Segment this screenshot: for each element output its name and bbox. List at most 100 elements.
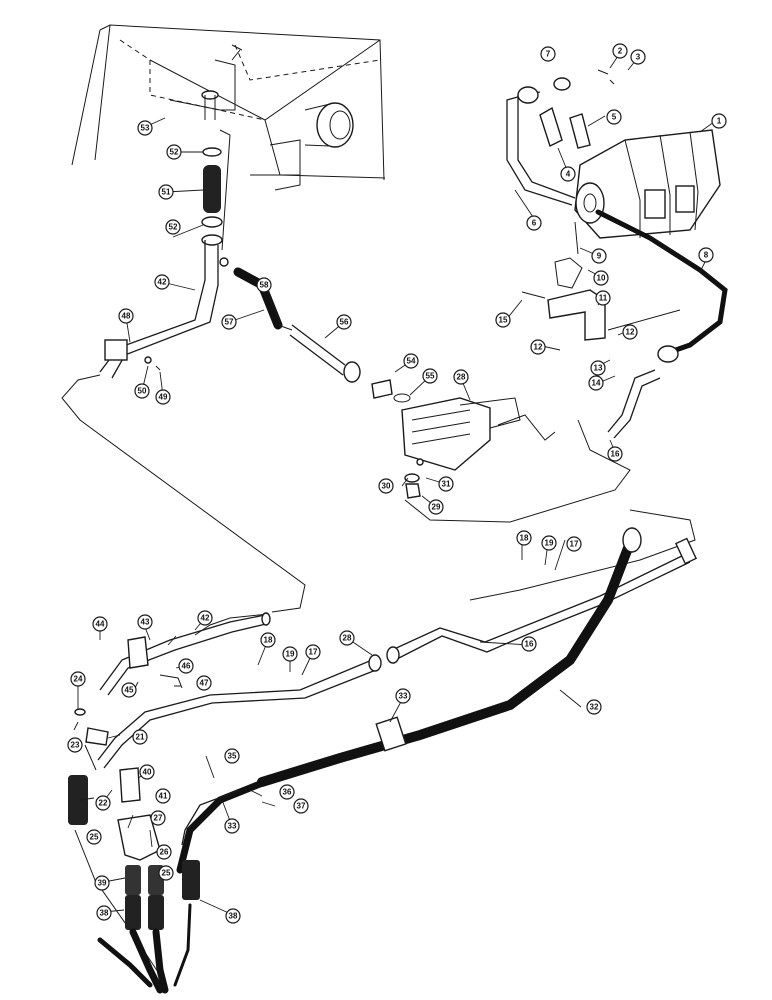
- svg-text:50: 50: [138, 387, 147, 396]
- callout-27: 27: [150, 810, 166, 826]
- svg-text:18: 18: [264, 636, 273, 645]
- callout-39: 39: [94, 875, 110, 891]
- svg-text:53: 53: [141, 124, 150, 133]
- hydraulic-reservoir: [71, 24, 386, 251]
- callout-33: 33: [224, 818, 240, 834]
- svg-text:41: 41: [159, 792, 168, 801]
- callout-30: 30: [378, 478, 394, 494]
- callout-17: 17: [566, 536, 582, 552]
- callout-22: 22: [95, 795, 111, 811]
- callout-45: 45: [121, 682, 137, 698]
- svg-text:26: 26: [160, 848, 169, 857]
- callout-11: 11: [595, 290, 611, 306]
- svg-text:42: 42: [158, 278, 167, 287]
- callout-46: 46: [178, 658, 194, 674]
- callout-58: 58: [256, 277, 272, 293]
- callout-3: 3: [630, 49, 646, 65]
- callout-12: 12: [530, 339, 546, 355]
- svg-text:54: 54: [407, 357, 416, 366]
- svg-text:5: 5: [612, 113, 617, 122]
- callout-15: 15: [495, 312, 511, 328]
- callout-19: 19: [282, 646, 298, 662]
- callout-37: 37: [293, 798, 309, 814]
- callout-6: 6: [526, 215, 542, 231]
- callout-25: 25: [158, 865, 174, 881]
- callout-18: 18: [516, 530, 532, 546]
- svg-text:42: 42: [201, 614, 210, 623]
- callout-19: 19: [541, 535, 557, 551]
- svg-text:25: 25: [162, 869, 171, 878]
- callout-42: 42: [197, 610, 213, 626]
- callout-55: 55: [422, 368, 438, 384]
- callout-47: 47: [196, 675, 212, 691]
- svg-text:45: 45: [125, 686, 134, 695]
- callout-8: 8: [698, 247, 714, 263]
- svg-text:40: 40: [143, 768, 152, 777]
- callout-56: 56: [336, 314, 352, 330]
- svg-text:28: 28: [343, 634, 352, 643]
- callout-51: 51: [158, 184, 174, 200]
- callout-42: 42: [154, 274, 170, 290]
- svg-text:52: 52: [169, 223, 178, 232]
- svg-text:19: 19: [545, 539, 554, 548]
- svg-text:9: 9: [597, 252, 602, 261]
- callout-13: 13: [590, 360, 606, 376]
- pressure-hose: [595, 209, 728, 439]
- callout-54: 54: [403, 353, 419, 369]
- callout-12: 12: [622, 324, 638, 340]
- callout-28: 28: [453, 369, 469, 385]
- svg-text:27: 27: [154, 814, 163, 823]
- callout-31: 31: [438, 476, 454, 492]
- callout-49: 49: [155, 389, 171, 405]
- callout-32: 32: [586, 699, 602, 715]
- svg-text:16: 16: [611, 450, 620, 459]
- callout-24: 24: [70, 671, 86, 687]
- callout-5: 5: [606, 109, 622, 125]
- callout-16: 16: [607, 446, 623, 462]
- svg-text:33: 33: [399, 692, 408, 701]
- svg-text:47: 47: [200, 679, 209, 688]
- svg-text:14: 14: [592, 379, 601, 388]
- callout-14: 14: [588, 375, 604, 391]
- svg-text:55: 55: [426, 372, 435, 381]
- svg-text:44: 44: [96, 620, 105, 629]
- svg-text:25: 25: [90, 833, 99, 842]
- callout-25: 25: [86, 829, 102, 845]
- svg-text:31: 31: [442, 480, 451, 489]
- svg-text:51: 51: [162, 188, 171, 197]
- mounting-bracket: [521, 221, 681, 341]
- svg-text:58: 58: [260, 281, 269, 290]
- svg-text:35: 35: [228, 752, 237, 761]
- callout-28: 28: [339, 630, 355, 646]
- svg-text:56: 56: [340, 318, 349, 327]
- callout-53: 53: [137, 120, 153, 136]
- callout-4: 4: [560, 166, 576, 182]
- callout-41: 41: [155, 788, 171, 804]
- lower-hose-assembly: [68, 636, 269, 994]
- svg-text:52: 52: [170, 148, 179, 157]
- svg-text:49: 49: [159, 393, 168, 402]
- callout-18: 18: [260, 632, 276, 648]
- svg-text:19: 19: [286, 650, 295, 659]
- svg-text:32: 32: [590, 703, 599, 712]
- svg-text:10: 10: [597, 274, 606, 283]
- svg-text:3: 3: [636, 53, 641, 62]
- callout-33: 33: [395, 688, 411, 704]
- svg-text:33: 33: [228, 822, 237, 831]
- callout-38: 38: [225, 908, 241, 924]
- svg-text:16: 16: [525, 640, 534, 649]
- callout-29: 29: [428, 499, 444, 515]
- svg-text:13: 13: [594, 364, 603, 373]
- svg-text:48: 48: [122, 312, 131, 321]
- callout-7: 7: [540, 46, 556, 62]
- callout-43: 43: [137, 614, 153, 630]
- callout-52: 52: [165, 219, 181, 235]
- svg-text:4: 4: [566, 170, 571, 179]
- callout-26: 26: [156, 844, 172, 860]
- callout-layer: 1 2 3 4 5 6 7 8 9 10 11 12 12 13 14 15 1…: [67, 43, 727, 924]
- control-valve: [371, 379, 556, 499]
- svg-text:22: 22: [99, 799, 108, 808]
- svg-text:38: 38: [229, 912, 238, 921]
- svg-text:30: 30: [382, 482, 391, 491]
